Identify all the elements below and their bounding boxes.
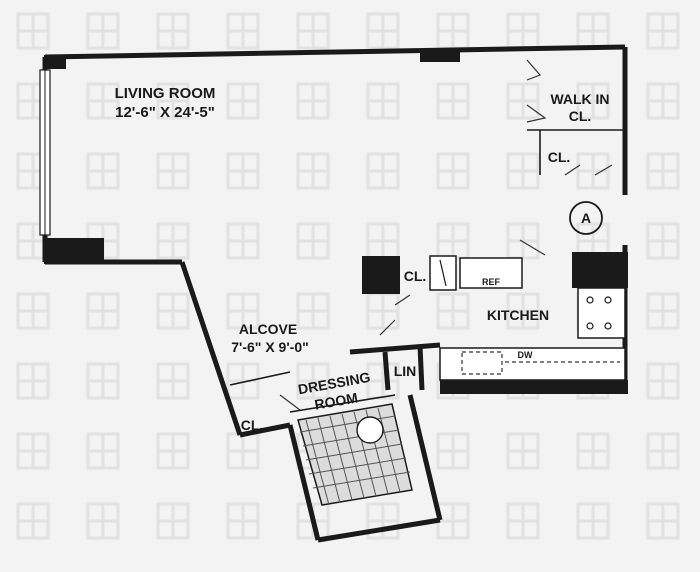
kitchen-door-swing (519, 239, 546, 256)
walk-in-closet-walls (526, 59, 625, 176)
kitchen-counters (429, 255, 626, 381)
walk-in-closet-label: WALK IN (550, 91, 609, 107)
alcove-walls (229, 342, 441, 391)
refrigerator-label: REF (482, 277, 501, 287)
wall-block-kitchen-left (362, 256, 400, 294)
wall-block-kitchen-right (572, 252, 628, 288)
marker-circle (569, 201, 603, 235)
living-room-dims: 12'-6" X 24'-5" (115, 104, 215, 121)
closet-lower-label: CL. (241, 417, 264, 433)
bathroom-tile (297, 403, 413, 506)
alcove-dims: 7'-6" X 9'-0" (231, 339, 309, 355)
linen-label: LIN (394, 363, 417, 379)
dressing-room-walls (239, 394, 443, 543)
marker-label: A (581, 210, 591, 226)
alcove-door-swing (379, 319, 396, 336)
wall-block-left-bottom (44, 238, 104, 264)
wall-block-top-left (44, 55, 66, 69)
living-room-label: LIVING ROOM (115, 85, 216, 102)
dishwasher-label: DW (518, 350, 533, 360)
closet-door-swing (394, 294, 411, 306)
walk-in-closet-label-2: CL. (569, 108, 592, 124)
wall-block-kitchen-bottom (440, 380, 628, 394)
dressing-room-label-2: ROOM (313, 389, 359, 412)
closet-upper-label: CL. (548, 149, 571, 165)
kitchen-label: KITCHEN (487, 307, 549, 323)
left-window (39, 69, 51, 236)
alcove-label: ALCOVE (239, 321, 297, 337)
wall-block-top-middle (420, 50, 460, 62)
closet-kitchen-label: CL. (404, 268, 427, 284)
